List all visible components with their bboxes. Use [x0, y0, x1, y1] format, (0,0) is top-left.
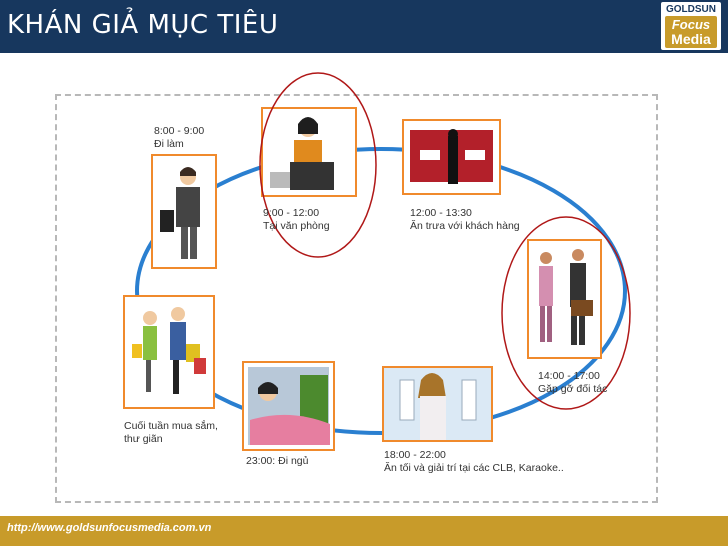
label-dinner-activity: Ăn tối và giải trí tại các CLB, Karaoke.… — [384, 462, 564, 475]
picture-lunch — [403, 120, 500, 194]
label-shopping-line2: thư giãn — [124, 433, 218, 446]
label-sleep: 23:00: Đi ngủ — [246, 455, 308, 468]
label-dinner-time: 18:00 - 22:00 — [384, 449, 564, 462]
picture-dinner — [383, 367, 492, 441]
picture-sleep — [243, 362, 334, 450]
label-office-activity: Tại văn phòng — [263, 220, 330, 233]
label-meeting-time: 14:00 - 17:00 — [538, 370, 607, 383]
picture-meeting — [528, 240, 601, 358]
label-commute-time: 8:00 - 9:00 — [154, 125, 204, 138]
label-shopping: Cuối tuần mua sắm, thư giãn — [124, 420, 218, 446]
label-commute: 8:00 - 9:00 Đi làm — [154, 125, 204, 151]
label-lunch: 12:00 - 13:30 Ăn trưa với khách hàng — [410, 207, 520, 233]
picture-office — [262, 108, 356, 196]
label-dinner: 18:00 - 22:00 Ăn tối và giải trí tại các… — [384, 449, 564, 475]
footer-bar: http://www.goldsunfocusmedia.com.vn — [0, 516, 728, 546]
label-meeting: 14:00 - 17:00 Gặp gỡ đối tác — [538, 370, 607, 396]
label-lunch-activity: Ăn trưa với khách hàng — [410, 220, 520, 233]
label-sleep-activity: Đi ngủ — [278, 455, 308, 467]
label-shopping-line1: Cuối tuần mua sắm, — [124, 420, 218, 433]
footer-url[interactable]: http://www.goldsunfocusmedia.com.vn — [7, 522, 211, 534]
picture-shopping — [124, 296, 214, 408]
label-meeting-activity: Gặp gỡ đối tác — [538, 383, 607, 396]
picture-commute — [152, 155, 216, 268]
label-commute-activity: Đi làm — [154, 138, 204, 151]
label-lunch-time: 12:00 - 13:30 — [410, 207, 520, 220]
label-office-time: 9:00 - 12:00 — [263, 207, 330, 220]
label-sleep-time: 23:00: — [246, 455, 275, 467]
label-office: 9:00 - 12:00 Tại văn phòng — [263, 207, 330, 233]
